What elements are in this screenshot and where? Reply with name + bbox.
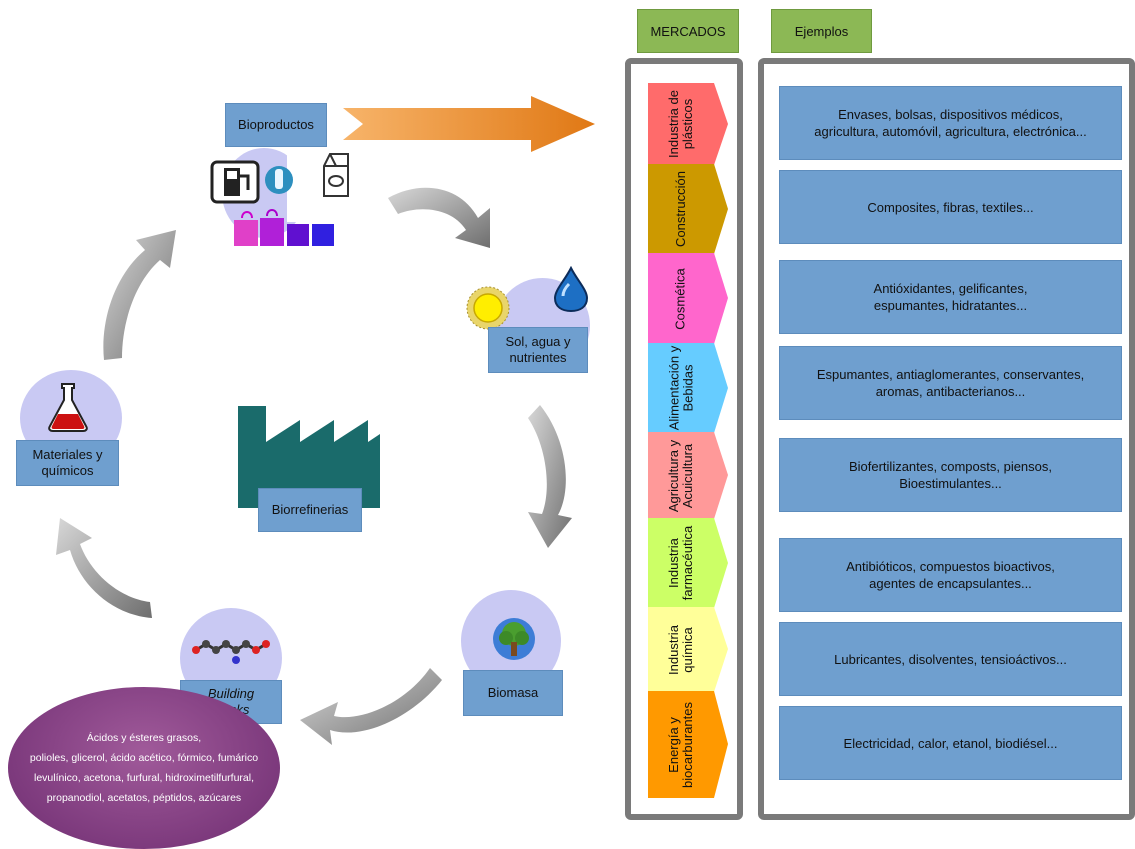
example-line: Bioestimulantes... (899, 476, 1002, 491)
fuel-pump-icon (210, 160, 260, 204)
example-line: Composites, fibras, textiles... (867, 199, 1034, 215)
example-box: Electricidad, calor, etanol, biodiésel..… (779, 706, 1122, 780)
tree-globe-icon (493, 618, 535, 660)
ellipse-line: Ácidos y ésteres grasos, (86, 732, 202, 744)
example-box: Antióxidantes, gelificantes, espumantes, … (779, 260, 1122, 334)
milk-carton-icon (323, 153, 349, 197)
example-line: Espumantes, antiaglomerantes, conservant… (816, 367, 1085, 382)
factory-icon (238, 406, 380, 508)
materiales-box: Materiales y químicos (16, 440, 119, 486)
market-chevron (648, 691, 728, 798)
cycle-arrow-2 (528, 405, 572, 548)
sun-icon (466, 286, 510, 330)
market-label: química (680, 626, 695, 673)
mercados-header-label: MERCADOS (650, 23, 726, 39)
cycle-arrow-1 (388, 187, 490, 248)
building-blocks-ellipse: Ácidos y ésteres grasos, polioles, glice… (8, 687, 280, 849)
example-box: Antibióticos, compuestos bioactivos, agen… (779, 538, 1122, 612)
market-chevron (648, 607, 728, 692)
example-line: Envases, bolsas, dispositivos médicos, (838, 107, 1063, 122)
example-line: Antibióticos, compuestos bioactivos, (846, 559, 1055, 574)
market-label: Agricultura y (666, 439, 681, 512)
bioproductos-label: Bioproductos (238, 117, 314, 132)
ejemplos-header-label: Ejemplos (794, 23, 849, 39)
example-line: Electricidad, calor, etanol, biodiésel..… (843, 735, 1058, 751)
biomasa-label: Biomasa (487, 685, 539, 700)
sol-label: Sol, agua y nutrientes (505, 334, 571, 365)
example-box: Envases, bolsas, dispositivos médicos, ag… (779, 86, 1122, 160)
market-label: farmacéutica (680, 525, 696, 601)
market-label: Acuicultura (680, 443, 695, 508)
example-line: agentes de encapsulantes... (869, 576, 1032, 591)
market-label: Energía y (666, 716, 681, 773)
market-label: Industria (666, 624, 681, 675)
shopping-bags-icon (234, 209, 334, 246)
market-label: Industria (666, 538, 682, 588)
market-arrow (343, 96, 595, 152)
ejemplos-header: Ejemplos (771, 9, 872, 53)
bottle-icon (265, 166, 293, 194)
market-item: Construcción (648, 164, 728, 254)
example-line: agricultura, automóvil, agricultura, ele… (814, 124, 1087, 139)
market-label: Bebidas (680, 364, 696, 412)
bioproductos-box: Bioproductos (225, 103, 327, 147)
ellipse-line: levulínico, acetona, furfural, hidroxime… (33, 772, 255, 784)
market-label: Alimentación y (666, 345, 682, 431)
example-line: Antióxidantes, gelificantes, (873, 281, 1028, 296)
example-box: Composites, fibras, textiles... (779, 170, 1122, 244)
market-label: biocarburantes (680, 701, 695, 788)
ellipse-line: polioles, glicerol, ácido acético, fórmi… (29, 752, 259, 764)
market-label: Cosmética (672, 267, 688, 330)
example-line: Biofertilizantes, composts, piensos, (848, 459, 1053, 474)
cycle-arrow-4 (56, 518, 152, 618)
materiales-label: Materiales y químicos (32, 447, 103, 478)
market-chevron (648, 253, 728, 344)
example-box: Espumantes, antiaglomerantes, conservant… (779, 346, 1122, 420)
market-chevron (648, 164, 728, 254)
example-line: aromas, antibacterianos... (875, 384, 1026, 399)
sol-box: Sol, agua y nutrientes (488, 327, 588, 373)
market-chevron (648, 83, 728, 165)
example-box: Lubricantes, disolventes, tensioáctivos.… (779, 622, 1122, 696)
market-label: Industria de (666, 90, 681, 158)
market-label: Construcción (673, 171, 688, 247)
cycle-arrows (56, 187, 572, 745)
example-line: espumantes, hidratantes... (873, 298, 1028, 313)
mercados-header: MERCADOS (637, 9, 739, 53)
cycle-arrow-5 (103, 230, 176, 360)
example-line: Lubricantes, disolventes, tensioáctivos.… (834, 651, 1067, 667)
biorrefinerias-label: Biorrefinerias (271, 502, 349, 517)
market-item: Cosmética (648, 253, 728, 344)
molecule-icon (192, 640, 270, 664)
water-drop-icon (553, 266, 589, 312)
market-chevron (648, 518, 728, 608)
ellipse-line: propanodiol, acetatos, péptidos, azúcare… (46, 792, 242, 804)
market-chevron (648, 343, 728, 433)
biorrefinerias-box: Biorrefinerias (258, 488, 362, 532)
market-chevron (648, 432, 728, 519)
flask-icon (48, 383, 88, 432)
biomasa-box: Biomasa (463, 670, 563, 716)
example-box: Biofertilizantes, composts, piensos, Bioe… (779, 438, 1122, 512)
cycle-arrow-3 (300, 668, 442, 745)
market-label: plásticos (680, 98, 695, 150)
